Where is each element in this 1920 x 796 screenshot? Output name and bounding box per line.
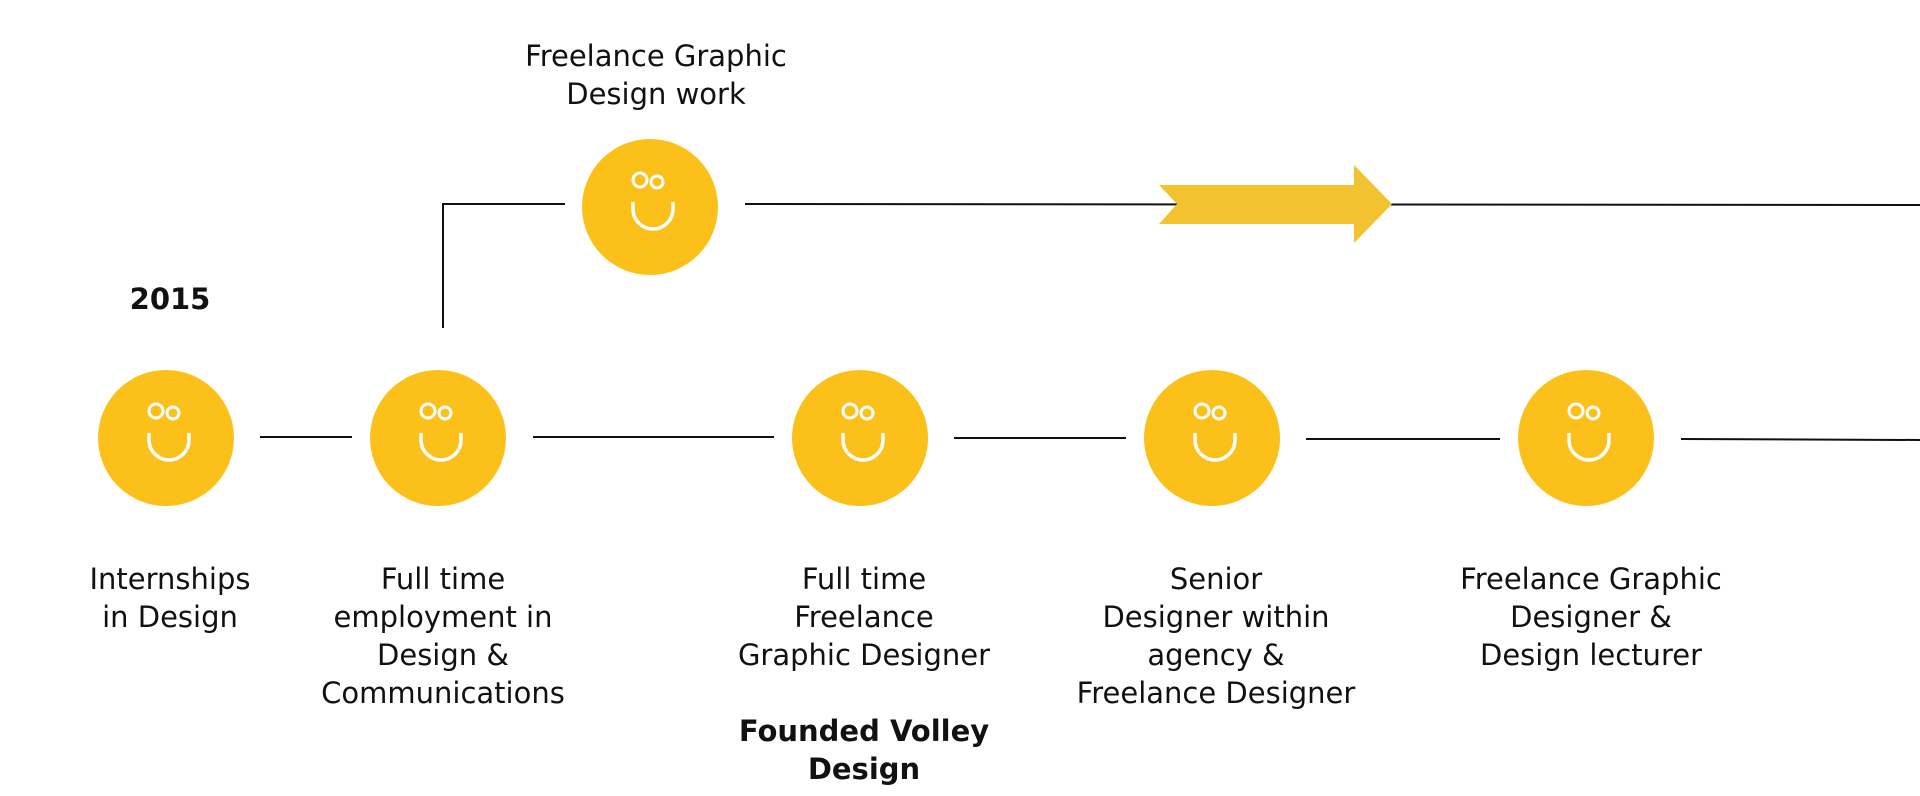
milestone-label-senior-designer: Senior Designer within agency & Freelanc…	[1076, 562, 1356, 710]
smiley-face-icon	[1518, 370, 1654, 506]
smiley-face-icon	[792, 370, 928, 506]
milestone-note-founded: Founded Volley Design	[738, 714, 990, 786]
milestone-label-freelance-lecturer: Freelance Graphic Designer & Design lect…	[1460, 562, 1722, 672]
connector-line	[1680, 438, 1920, 441]
milestone-label-full-time-employment: Full time employment in Design & Communi…	[321, 562, 565, 710]
smiley-face-icon	[1144, 370, 1280, 506]
branch-connector	[442, 203, 565, 328]
smiley-face-icon	[98, 370, 234, 506]
milestone-label-full-time-freelance: Full time Freelance Graphic Designer	[737, 562, 991, 672]
year-label: 2015	[129, 282, 211, 316]
smiley-face-icon	[582, 139, 718, 275]
milestone-label-internships: Internships in Design	[89, 562, 251, 634]
right-arrow-icon	[1159, 165, 1392, 243]
smiley-face-icon	[370, 370, 506, 506]
branch-label: Freelance Graphic Design work	[525, 39, 787, 111]
